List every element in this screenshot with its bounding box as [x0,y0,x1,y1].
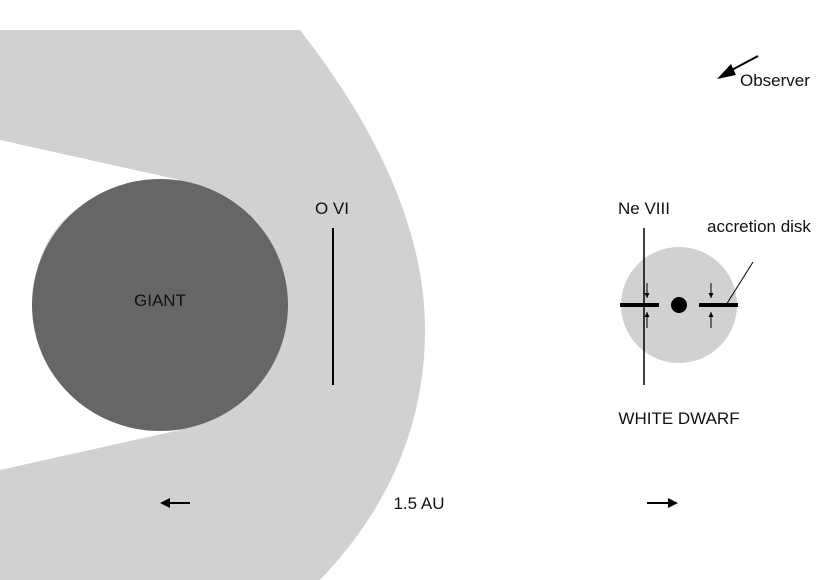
giant-label: GIANT [134,291,186,310]
scale-label: 1.5 AU [393,494,444,513]
ovi-label: O VI [315,199,349,218]
accretion-disk-label: accretion disk [707,217,811,236]
accretion-disk-pointer [725,261,754,306]
arrow-left-icon [160,498,190,508]
arrow-right-icon [647,498,678,508]
arrow-down-left-icon [717,55,759,79]
white-dwarf-label: WHITE DWARF [618,409,739,428]
white-dwarf [671,297,687,313]
giant-star [32,179,288,431]
neviii-label: Ne VIII [618,199,670,218]
observer-label: Observer [740,71,810,90]
